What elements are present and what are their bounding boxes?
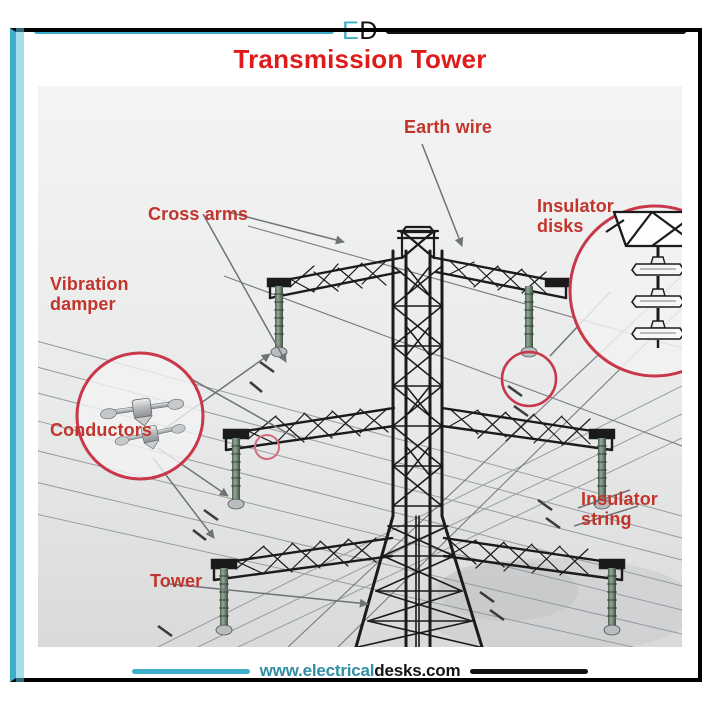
highlight-insulator (500, 350, 558, 408)
site-url[interactable]: www.electricaldesks.com (260, 661, 461, 681)
callout-vibration-damper (75, 351, 205, 481)
label-tower: Tower (150, 571, 203, 591)
footer-url-band: www.electricaldesks.com (0, 656, 720, 686)
footer-rule-teal (131, 668, 250, 674)
brand-logo: ED (334, 16, 386, 45)
label-earth-wire: Earth wire (404, 117, 493, 137)
highlight-damper (254, 434, 280, 460)
label-conductors: Conductors (50, 420, 152, 440)
footer-rule-black (470, 668, 589, 674)
site-url-primary: www.electrical (259, 661, 375, 680)
logo-rule-teal (34, 28, 335, 34)
label-insulator-string: Insulator string (581, 489, 658, 530)
label-insulator-disks: Insulator disks (537, 196, 614, 237)
page-title: Transmission Tower (233, 44, 487, 74)
label-vibration-damper: Vibration damper (50, 274, 129, 315)
page-frame-accent (16, 28, 24, 682)
site-url-secondary: desks.com (374, 661, 461, 680)
brand-logo-band: ED (0, 18, 720, 44)
callout-insulator-disks (568, 204, 682, 378)
logo-rule-black (385, 28, 686, 34)
diagram-stage: Earth wire Cross arms Insulator disks Vi… (38, 86, 682, 647)
tower-illustration (38, 86, 682, 647)
label-cross-arms: Cross arms (148, 204, 249, 224)
logo-letter-e: E (342, 16, 360, 45)
logo-letter-d: D (359, 16, 378, 45)
insulator-strings (215, 286, 621, 636)
